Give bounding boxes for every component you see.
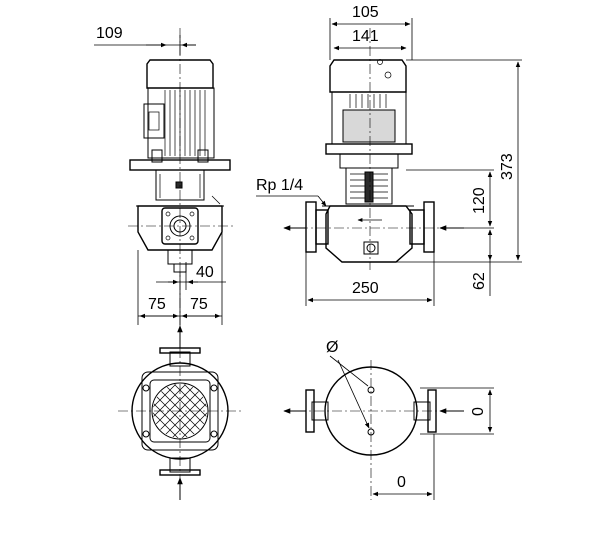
dim-front-base-height: 62	[471, 272, 488, 290]
dim-front-flange-length: 250	[352, 280, 379, 297]
dim-front-overall-width: 105	[352, 4, 379, 21]
annotation-pressure-port: Rp 1/4	[256, 177, 303, 194]
dim-plan-bolt-diameter: Ø	[326, 339, 338, 356]
side-view: 109 40 75 75	[94, 25, 234, 340]
front-view: 105 141 Rp 1/4 373 120 62 250	[256, 4, 522, 306]
dim-front-motor-width: 141	[352, 28, 379, 45]
dim-side-offset: 40	[196, 264, 214, 281]
plan-view: Ø 0 0	[283, 339, 494, 500]
side-motor-fins	[164, 90, 206, 156]
dim-front-total-height: 373	[499, 153, 516, 180]
dim-side-half-left: 75	[148, 296, 166, 313]
top-view	[118, 325, 242, 500]
dim-side-top-width: 109	[96, 25, 123, 42]
dim-plan-vertical: 0	[470, 407, 487, 416]
dim-front-casing-height: 120	[471, 187, 488, 214]
dim-plan-horizontal: 0	[397, 474, 406, 491]
front-motor-fins	[349, 94, 387, 108]
dim-side-half-right: 75	[190, 296, 208, 313]
